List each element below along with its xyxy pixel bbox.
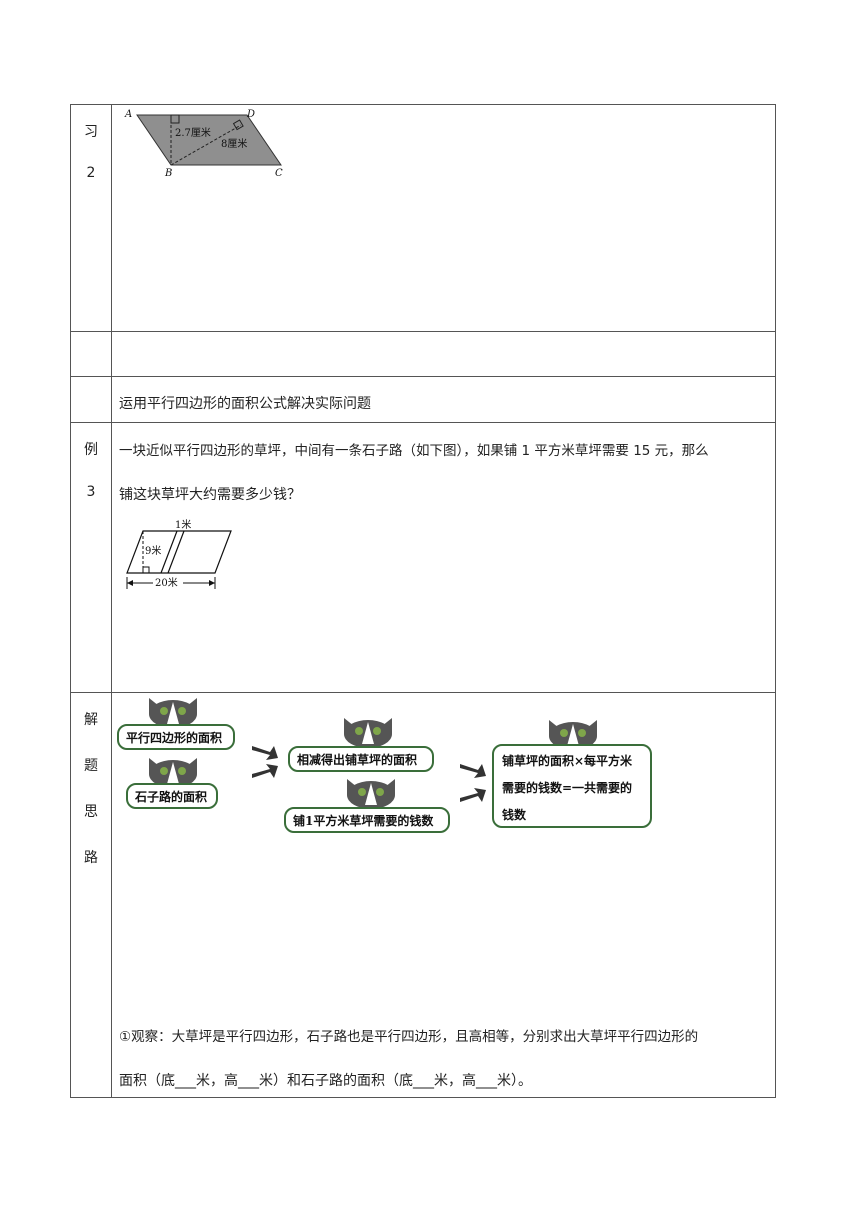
bubble-subtract: 相减得出铺草坪的面积 [288,746,434,772]
row-divider [71,422,775,423]
row-divider [71,692,775,693]
height-label: 2.7厘米 [175,126,211,139]
practice-parallelogram-figure: A D B C 2.7厘米 8厘米 [124,109,283,179]
worksheet-table: 习 2 A D B C 2.7厘米 8厘米 运用平行四边形的面积公式解决实际问题… [70,104,776,1098]
path-width-label: 1米 [175,518,191,531]
step1-line1: ①观察：大草坪是平行四边形，石子路也是平行四边形，且高相等，分别求出大草坪平行四… [119,1029,699,1045]
cat-mascot-icon [149,698,197,728]
bubble-result: 铺草坪的面积×每平方米需要的钱数=一共需要的钱数 [492,744,652,828]
step1-line2: 面积（底___米，高___米）和石子路的面积（底___米，高___米）。 [119,1073,532,1089]
approach-label-char: 思 [84,804,98,820]
cat-mascot-icon [347,779,395,809]
arrow-icon [460,764,486,802]
example-label-number: 3 [86,484,96,500]
row-divider [71,331,775,332]
side-label: 8厘米 [221,137,247,150]
vertex-d-label: D [246,109,255,120]
cat-mascot-icon [149,758,197,788]
approach-label-char: 解 [84,712,98,728]
vertex-a-label: A [124,109,132,120]
cat-mascot-icon [344,718,392,748]
bubble-unit-cost: 铺1平方米草坪需要的钱数 [284,807,450,833]
topic-text: 运用平行四边形的面积公式解决实际问题 [119,396,371,412]
example-question-line1: 一块近似平行四边形的草坪，中间有一条石子路（如下图），如果铺 1 平方米草坪需要… [119,443,709,459]
approach-label-char: 路 [84,850,98,866]
bubble-path-area: 石子路的面积 [126,783,218,809]
row-divider [71,376,775,377]
arrow-icon [252,746,278,778]
base-label: 20米 [155,576,178,589]
example-question-line2: 铺这块草坪大约需要多少钱？ [119,487,301,503]
vertex-b-label: B [164,168,172,179]
practice-label-char: 习 [84,124,98,140]
height-label: 9米 [145,544,161,557]
practice-label-number: 2 [86,165,96,181]
bubble-parallelogram-area: 平行四边形的面积 [117,724,235,750]
example-label-char: 例 [84,442,98,458]
label-column-divider [111,105,112,1097]
lawn-figure: 1米 9米 20米 [126,518,232,589]
cat-mascot-icon [549,720,597,750]
approach-label-char: 题 [84,758,98,774]
vertex-c-label: C [275,168,283,179]
